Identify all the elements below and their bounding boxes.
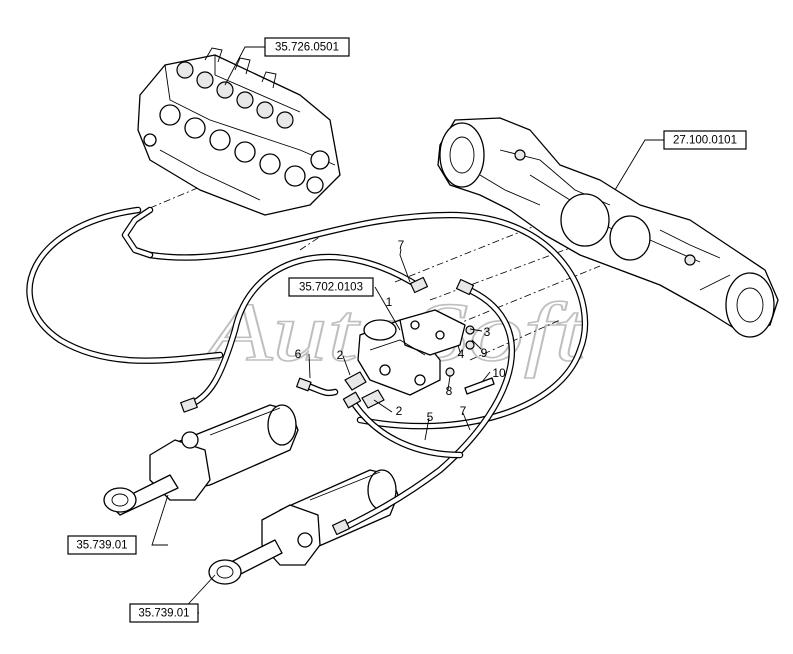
callout-5: 5 — [427, 410, 434, 424]
callout-4: 4 — [458, 347, 465, 361]
ref-box-valve: 35.726.0501 — [264, 37, 350, 57]
callout-2-top: 2 — [337, 348, 344, 362]
steering-cylinder-upper — [103, 404, 299, 516]
hose-fittings — [180, 276, 475, 536]
ref-box-axle: 27.100.0101 — [663, 130, 747, 150]
ref-box-cylinder-lower: 35.739.01 — [129, 603, 199, 623]
callout-8: 8 — [446, 384, 453, 398]
ref-label-bracket: 35.702.0103 — [299, 282, 363, 294]
callout-1: 1 — [386, 295, 393, 309]
callout-6: 6 — [295, 347, 302, 361]
callout-2-bottom: 2 — [396, 404, 403, 418]
ref-box-bracket: 35.702.0103 — [288, 277, 374, 297]
callout-10: 10 — [492, 366, 506, 380]
bracket-assembly — [344, 309, 495, 409]
ref-box-cylinder-upper: 35.739.01 — [67, 535, 137, 555]
ref-label-valve: 35.726.0501 — [275, 42, 339, 54]
callout-3: 3 — [484, 325, 491, 339]
ref-label-axle: 27.100.0101 — [673, 135, 737, 147]
callout-numbers: 7 1 3 6 2 4 9 8 10 2 5 7 — [295, 238, 506, 424]
callout-7-bottom: 7 — [460, 404, 467, 418]
leader-lines — [151, 46, 664, 614]
ref-label-cylinder-lower: 35.739.01 — [138, 608, 189, 620]
callout-7-top: 7 — [398, 238, 405, 252]
steering-cylinder-lower — [208, 469, 399, 585]
axle-housing — [437, 117, 779, 338]
ref-label-cylinder-upper: 35.739.01 — [76, 540, 127, 552]
control-valve-block — [137, 47, 341, 216]
callout-9: 9 — [481, 346, 488, 360]
hydraulic-hoses — [26, 206, 589, 534]
